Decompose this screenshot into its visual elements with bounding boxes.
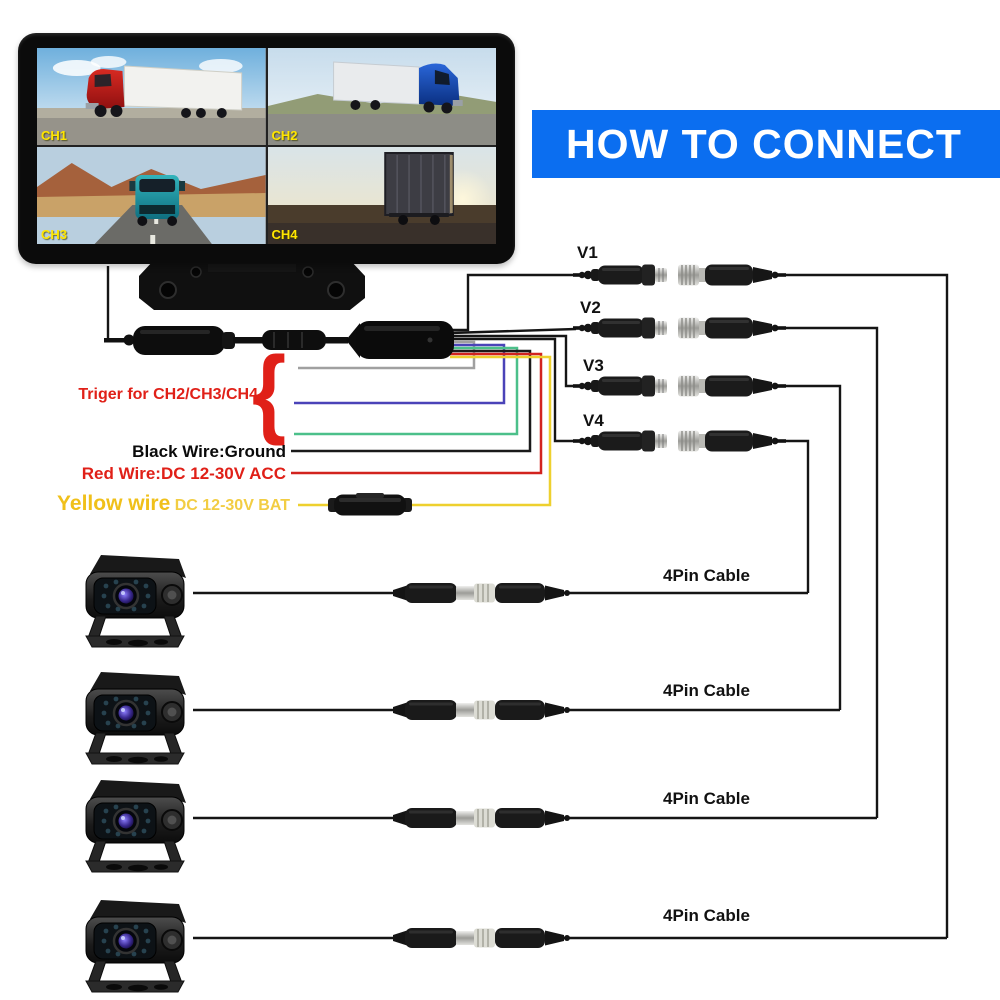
v3-female-connector [677,374,786,398]
v1-male-connector [573,264,668,286]
battery-wire-label: Yellow wire DC 12-30V BAT [28,492,290,516]
channel-label: CH3 [41,227,68,242]
acc-wire-label: Red Wire:DC 12-30V ACC [81,464,286,483]
camera4-cable-connector [393,927,571,949]
v2-to-camera3-wire [780,326,879,818]
battery-wire-spec: DC 12-30V BAT [170,497,290,514]
v2-male-connector [573,317,668,339]
v3-input-wire [450,334,576,388]
v4-label: V4 [583,411,604,430]
video-input-connectors [573,263,786,453]
blue-truck-scene-image [267,48,496,145]
v2-input-wire [449,327,577,335]
channel-view-ch3: CH3 [37,147,266,244]
brace-glyph: { [251,336,287,446]
monitor-stand [139,260,365,310]
cable-label-1: 4Pin Cable [663,566,750,585]
channel-label: CH2 [271,128,298,143]
camera1-cable-connector [393,582,571,604]
cable-label-3: 4Pin Cable [663,789,750,808]
battery-wire-name: Yellow wire [57,492,171,515]
monitor-screen: CH1 [37,48,496,244]
v4-female-connector [677,429,786,453]
camera3-cable-connector [393,807,571,829]
channel-label: CH4 [271,227,298,242]
channel-label: CH1 [41,128,68,143]
camera-2 [84,670,188,765]
power-trigger-wires [291,340,552,507]
v4-input-wire [450,337,576,443]
red-truck-scene-image [37,48,266,145]
bat-wire-yellow [298,355,552,507]
channel-view-ch1: CH1 [37,48,266,145]
monitor: CH1 [18,33,515,264]
channel-view-ch2: CH2 [267,48,496,145]
trigger-wires-label: Triger for CH2/CH3/CH4 [78,386,258,403]
banner: HOW TO CONNECT [532,110,1000,178]
camera2-cable-connector [393,699,571,721]
camera-4 [84,898,188,993]
trigger-wire-green [294,346,519,436]
v1-female-connector [677,263,786,287]
v3-to-camera2-wire [780,384,842,710]
v1-label: V1 [577,243,598,262]
v2-label: V2 [580,298,601,317]
v1-input-wire [450,273,576,332]
fuse-holder [328,493,412,516]
v3-label: V3 [583,356,604,375]
v2-female-connector [677,316,786,340]
ground-wire-black [291,349,532,453]
monitor-cable-assembly [104,321,454,359]
v4-to-camera1-wire [780,439,810,593]
cable-label-2: 4Pin Cable [663,681,750,700]
v4-male-connector [573,430,668,452]
trigger-wire-blue [294,343,506,405]
trailer-rear-scene-image [267,147,496,244]
camera-1 [84,553,188,648]
channel-view-ch4: CH4 [267,147,496,244]
acc-wire-red [291,352,543,475]
v3-male-connector [573,375,668,397]
camera-3 [84,778,188,873]
ground-wire-label: Black Wire:Ground [132,442,286,461]
v1-to-camera4-wire [780,273,949,938]
teal-truck-scene-image [37,147,266,244]
cable-label-4: 4Pin Cable [663,906,750,925]
banner-title: HOW TO CONNECT [566,120,962,167]
